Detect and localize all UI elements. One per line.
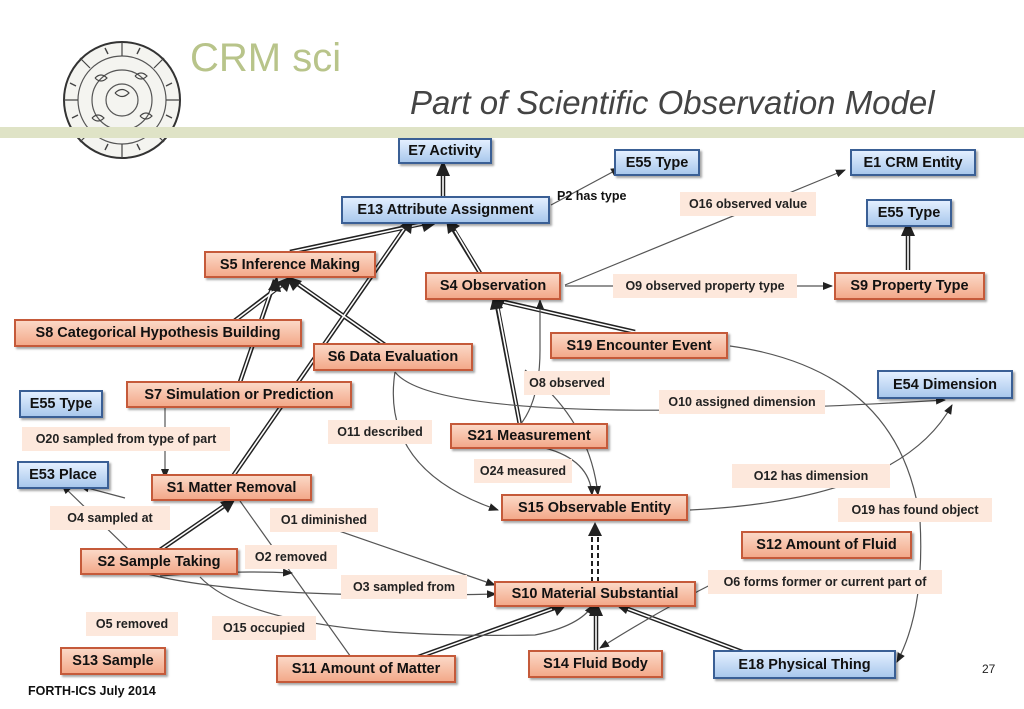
- node-s12-amount-of-fluid[interactable]: S12 Amount of Fluid: [741, 531, 912, 559]
- node-s15-observable-entity[interactable]: S15 Observable Entity: [501, 494, 688, 521]
- node-s8-categorical-hypothesis-building[interactable]: S8 Categorical Hypothesis Building: [14, 319, 302, 347]
- node-e55-type-right[interactable]: E55 Type: [866, 199, 952, 227]
- label-o20-sampled-from-type-of-part: O20 sampled from type of part: [22, 427, 230, 451]
- node-s7-simulation-or-prediction[interactable]: S7 Simulation or Prediction: [126, 381, 352, 408]
- label-o6-forms-former-or-current-part-of: O6 forms former or current part of: [708, 570, 942, 594]
- label-o19-has-found-object: O19 has found object: [838, 498, 992, 522]
- node-e13-attribute-assignment[interactable]: E13 Attribute Assignment: [341, 196, 550, 224]
- node-e18-physical-thing[interactable]: E18 Physical Thing: [713, 650, 896, 679]
- node-e55-type-top[interactable]: E55 Type: [614, 149, 700, 176]
- node-s4-observation[interactable]: S4 Observation: [425, 272, 561, 300]
- label-o24-measured: O24 measured: [474, 459, 572, 483]
- footer-text: FORTH-ICS July 2014: [28, 684, 156, 698]
- label-o8-observed: O8 observed: [524, 371, 610, 395]
- label-o12-has-dimension: O12 has dimension: [732, 464, 890, 488]
- label-o11-described: O11 described: [328, 420, 432, 444]
- node-s13-sample[interactable]: S13 Sample: [60, 647, 166, 675]
- label-o5-removed: O5 removed: [86, 612, 178, 636]
- page-number: 27: [982, 662, 996, 676]
- label-o15-occupied: O15 occupied: [212, 616, 316, 640]
- node-e1-crm-entity[interactable]: E1 CRM Entity: [850, 149, 976, 176]
- node-s14-fluid-body[interactable]: S14 Fluid Body: [528, 650, 663, 678]
- node-e54-dimension[interactable]: E54 Dimension: [877, 370, 1013, 399]
- node-s10-material-substantial[interactable]: S10 Material Substantial: [494, 581, 696, 607]
- node-s11-amount-of-matter[interactable]: S11 Amount of Matter: [276, 655, 456, 683]
- label-o4-sampled-at: O4 sampled at: [50, 506, 170, 530]
- label-o16-observed-value: O16 observed value: [680, 192, 816, 216]
- label-o9-observed-property-type: O9 observed property type: [613, 274, 797, 298]
- node-s21-measurement[interactable]: S21 Measurement: [450, 423, 608, 449]
- node-s1-matter-removal[interactable]: S1 Matter Removal: [151, 474, 312, 501]
- node-e7-activity[interactable]: E7 Activity: [398, 138, 492, 164]
- node-s5-inference-making[interactable]: S5 Inference Making: [204, 251, 376, 278]
- node-s19-encounter-event[interactable]: S19 Encounter Event: [550, 332, 728, 359]
- node-e53-place[interactable]: E53 Place: [17, 461, 109, 489]
- label-o10-assigned-dimension: O10 assigned dimension: [659, 390, 825, 414]
- slide-title: CRM sci: [190, 36, 342, 80]
- node-s9-property-type[interactable]: S9 Property Type: [834, 272, 985, 300]
- label-o2-removed: O2 removed: [245, 545, 337, 569]
- label-o3-sampled-from: O3 sampled from: [341, 575, 467, 599]
- node-s6-data-evaluation[interactable]: S6 Data Evaluation: [313, 343, 473, 371]
- label-o1-diminished: O1 diminished: [270, 508, 378, 532]
- label-p2-has-type: P2 has type: [557, 189, 627, 203]
- node-e55-type-left[interactable]: E55 Type: [19, 390, 103, 418]
- slide-subtitle: Part of Scientific Observation Model: [410, 84, 935, 121]
- title-divider: [0, 127, 1024, 138]
- node-s2-sample-taking[interactable]: S2 Sample Taking: [80, 548, 238, 575]
